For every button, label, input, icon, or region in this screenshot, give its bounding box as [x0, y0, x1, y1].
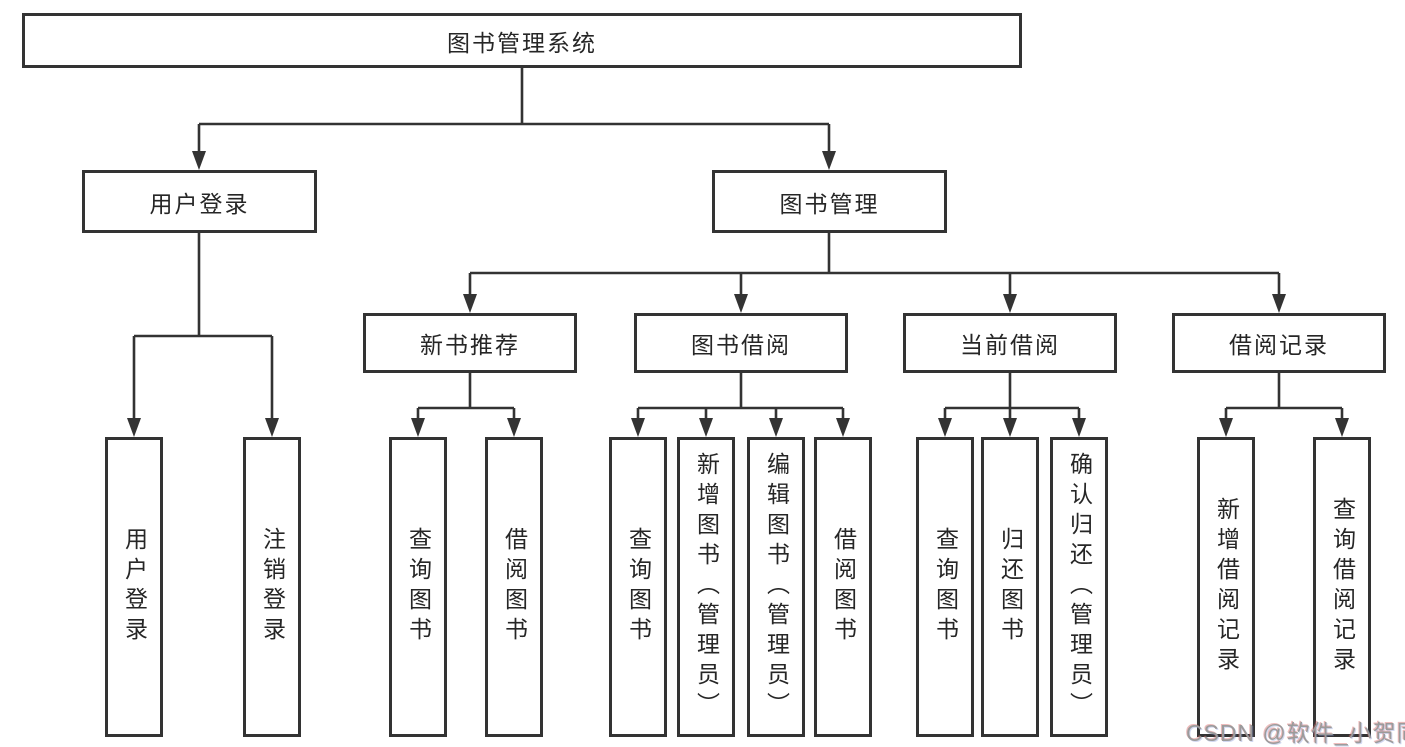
- leaf-confirm-return-admin-label: 确认归还（管理员）: [1066, 452, 1093, 722]
- leaf-query-borrow-record-label: 查询借阅记录: [1329, 497, 1356, 677]
- node-borrow-record-label: 借阅记录: [1229, 332, 1329, 358]
- leaf-add-borrow-record-label: 新增借阅记录: [1213, 497, 1240, 677]
- node-root: 图书管理系统: [22, 13, 1022, 68]
- leaf-edit-books-admin: 编辑图书（管理员）: [747, 437, 805, 737]
- leaf-query-books-current: 查询图书: [916, 437, 974, 737]
- node-current-borrow-label: 当前借阅: [960, 332, 1060, 358]
- node-root-label: 图书管理系统: [447, 29, 597, 56]
- node-book-borrow-label: 图书借阅: [691, 332, 791, 358]
- node-user-login: 用户登录: [82, 170, 317, 233]
- arrowheads: [127, 151, 1349, 437]
- leaf-user-login-label: 用户登录: [121, 527, 148, 647]
- leaf-add-books-admin: 新增图书（管理员）: [677, 437, 735, 737]
- leaf-borrow-books-recommend-label: 借阅图书: [501, 527, 528, 647]
- leaf-borrow-books: 借阅图书: [814, 437, 872, 737]
- leaf-query-books-current-label: 查询图书: [932, 527, 959, 647]
- leaf-logout: 注销登录: [243, 437, 301, 737]
- node-current-borrow: 当前借阅: [903, 313, 1117, 373]
- leaf-user-login: 用户登录: [105, 437, 163, 737]
- node-new-book-recommend: 新书推荐: [363, 313, 577, 373]
- csdn-watermark: CSDN @软件_小贺同学: [1186, 720, 1405, 746]
- leaf-query-borrow-record: 查询借阅记录: [1313, 437, 1371, 737]
- leaf-query-books-borrow: 查询图书: [609, 437, 667, 737]
- leaf-confirm-return-admin: 确认归还（管理员）: [1050, 437, 1108, 737]
- leaf-edit-books-admin-label: 编辑图书（管理员）: [763, 452, 790, 722]
- leaf-query-books-recommend-label: 查询图书: [405, 527, 432, 647]
- leaf-add-borrow-record: 新增借阅记录: [1197, 437, 1255, 737]
- leaf-return-books-label: 归还图书: [997, 527, 1024, 647]
- node-book-management: 图书管理: [712, 170, 947, 233]
- leaf-query-books-borrow-label: 查询图书: [625, 527, 652, 647]
- leaf-query-books-recommend: 查询图书: [389, 437, 447, 737]
- leaf-add-books-admin-label: 新增图书（管理员）: [693, 452, 720, 722]
- leaf-borrow-books-label: 借阅图书: [830, 527, 857, 647]
- node-user-login-label: 用户登录: [149, 190, 250, 217]
- node-new-book-recommend-label: 新书推荐: [420, 332, 520, 358]
- node-borrow-record: 借阅记录: [1172, 313, 1386, 373]
- leaf-logout-label: 注销登录: [259, 527, 286, 647]
- node-book-borrow: 图书借阅: [634, 313, 848, 373]
- leaf-return-books: 归还图书: [981, 437, 1039, 737]
- node-book-management-label: 图书管理: [779, 190, 880, 217]
- leaf-borrow-books-recommend: 借阅图书: [485, 437, 543, 737]
